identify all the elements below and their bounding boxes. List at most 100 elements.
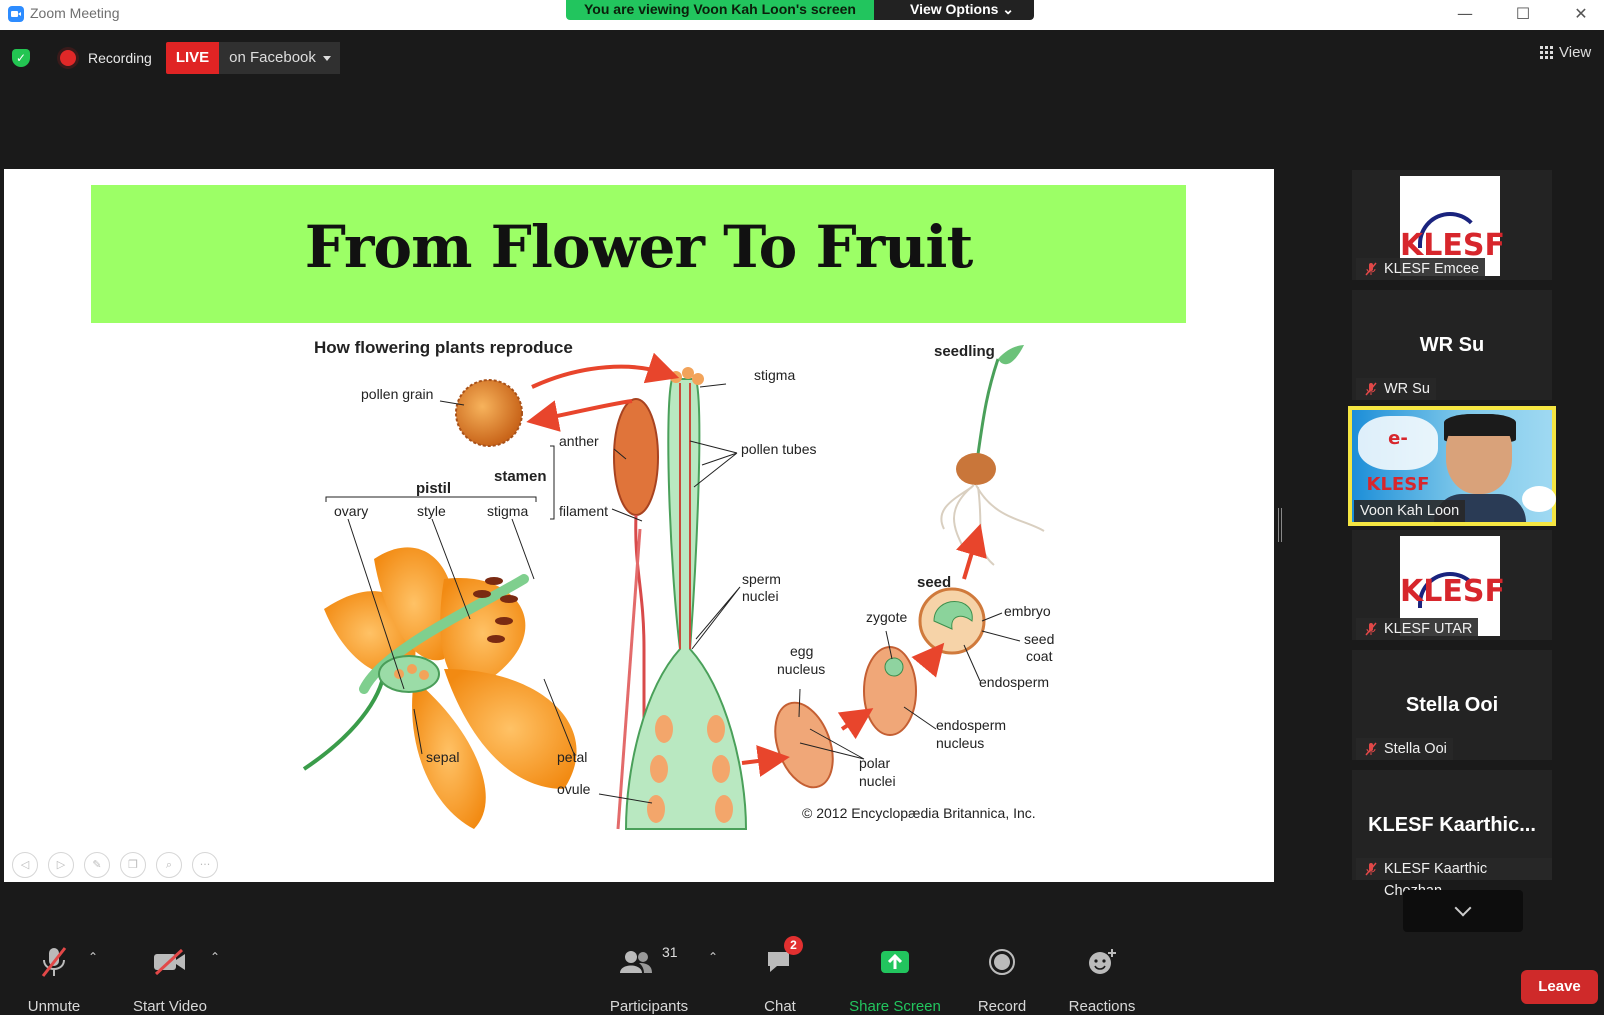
audio-options-caret[interactable]: ⌃ <box>88 950 99 964</box>
participant-tile-klesf-utar[interactable]: KLESF KLESF UTAR <box>1352 530 1552 640</box>
video-muted-icon <box>154 948 185 976</box>
participant-name: Stella Ooi <box>1384 741 1447 757</box>
label-ovule: ovule <box>557 781 591 797</box>
grid-view-icon <box>1540 46 1553 59</box>
label-style: style <box>417 503 446 519</box>
start-video-label: Start Video <box>133 998 207 1015</box>
participants-options-caret[interactable]: ⌃ <box>708 950 719 964</box>
screen-share-banner: You are viewing Voon Kah Loon's screen V… <box>566 0 1035 20</box>
participant-tile-voon-kah-loon[interactable]: e-KLESF Voon Kah Loon <box>1348 406 1556 526</box>
reactions-button[interactable]: Reactions <box>1064 940 1140 1015</box>
reactions-icon <box>1089 949 1116 974</box>
zoom-slide-button[interactable]: ⌕ <box>156 852 182 878</box>
participant-name: KLESF Emcee <box>1384 261 1480 277</box>
label-stamen: stamen <box>494 468 547 485</box>
participant-name-tag: Voon Kah Loon <box>1354 500 1466 522</box>
label-endosperm-nucleus-1: endosperm <box>936 717 1006 733</box>
shield-icon[interactable]: ✓ <box>12 49 30 67</box>
record-button[interactable]: Record <box>968 940 1036 1015</box>
microphone-muted-icon <box>1365 382 1377 396</box>
video-options-caret[interactable]: ⌃ <box>210 950 221 964</box>
live-badge[interactable]: LIVE <box>165 42 220 74</box>
chat-icon <box>768 952 789 972</box>
view-options-button[interactable]: View Options ⌄ <box>873 0 1035 20</box>
view-button[interactable]: View <box>1540 44 1591 61</box>
label-egg: egg <box>790 643 813 659</box>
label-stigma-top: stigma <box>754 367 795 383</box>
chevron-down-icon[interactable] <box>1403 890 1523 932</box>
chat-label: Chat <box>764 998 796 1015</box>
more-slide-options-button[interactable]: ··· <box>192 852 218 878</box>
reactions-label: Reactions <box>1068 998 1136 1015</box>
participant-display-name: Stella Ooi <box>1405 694 1499 716</box>
seedling-drawing <box>940 345 1045 566</box>
slide-title-banner: From Flower To Fruit <box>91 185 1186 323</box>
participant-name-tag: WR Su <box>1356 378 1436 400</box>
share-screen-icon <box>881 951 909 973</box>
lily-flower <box>302 547 577 829</box>
label-sepal: sepal <box>426 749 459 765</box>
share-screen-label: Share Screen <box>849 998 941 1015</box>
participant-name: Voon Kah Loon <box>1360 503 1460 519</box>
meeting-toolbar: Unmute ⌃ Start Video ⌃ 31 Participants ⌃ <box>0 936 1604 1015</box>
label-seed-coat-2: coat <box>1026 648 1053 664</box>
participant-name-tag: KLESF UTAR <box>1356 618 1479 640</box>
close-button[interactable]: ✕ <box>1574 4 1588 23</box>
participant-name-tag: KLESF Kaarthic Chozhan <box>1356 858 1552 899</box>
participant-tile-klesf-emcee[interactable]: KLESF KLESF Emcee <box>1352 170 1552 280</box>
recording-icon[interactable] <box>60 50 76 66</box>
chat-button[interactable]: 2 Chat <box>748 936 812 1015</box>
label-ovary: ovary <box>334 503 368 519</box>
participant-tile-klesf-kaarthic-chozhan[interactable]: KLESF Kaarthic... KLESF Kaarthic Chozhan <box>1352 770 1552 899</box>
label-embryo: embryo <box>1004 603 1051 619</box>
panel-resize-handle[interactable] <box>1278 508 1282 542</box>
diagram-copyright: © 2012 Encyclopædia Britannica, Inc. <box>802 805 1036 821</box>
participant-display-name: WR Su <box>1419 334 1485 356</box>
participants-button[interactable]: 31 Participants <box>600 940 698 1015</box>
participant-name-tag: Stella Ooi <box>1356 738 1453 760</box>
label-sperm: sperm <box>742 571 781 587</box>
copy-slide-button[interactable]: ❐ <box>120 852 146 878</box>
title-bar: Zoom Meeting You are viewing Voon Kah Lo… <box>0 0 1604 30</box>
microphone-muted-icon <box>41 947 67 977</box>
label-pollen-tubes: pollen tubes <box>741 441 817 457</box>
label-endosperm: endosperm <box>979 674 1049 690</box>
viewing-screen-message: You are viewing Voon Kah Loon's screen <box>566 0 874 20</box>
microphone-muted-icon <box>1365 742 1377 756</box>
label-filament: filament <box>559 503 608 519</box>
unmute-button[interactable]: Unmute <box>14 940 94 1015</box>
eklesf-virtual-background-logo: e-KLESF <box>1358 416 1438 495</box>
next-slide-button[interactable]: ▷ <box>48 852 74 878</box>
flower-reproduction-diagram: How flowering plants reproduce <box>302 338 1054 830</box>
maximize-button[interactable]: ☐ <box>1515 4 1531 23</box>
participants-label: Participants <box>609 998 689 1015</box>
slide-title: From Flower To Fruit <box>304 213 974 281</box>
record-label: Record <box>977 998 1027 1015</box>
meeting-status: ✓ Recording LIVE on Facebook <box>12 42 340 74</box>
unmute-label: Unmute <box>27 998 81 1015</box>
share-screen-button[interactable]: Share Screen <box>842 940 948 1015</box>
label-seed-coat-1: seed <box>1024 631 1054 647</box>
start-video-button[interactable]: Start Video <box>126 940 214 1015</box>
recording-label: Recording <box>88 50 152 66</box>
label-nucleus: nucleus <box>777 661 825 677</box>
participant-name-tag: KLESF Emcee <box>1356 258 1486 280</box>
anther <box>613 398 659 516</box>
label-seed: seed <box>917 574 951 591</box>
participant-tile-stella-ooi[interactable]: Stella Ooi Stella Ooi <box>1352 650 1552 760</box>
label-nuclei: nuclei <box>742 588 779 604</box>
shared-screen: From Flower To Fruit How flowering plant… <box>4 169 1274 882</box>
label-polar-nuclei: nuclei <box>859 773 896 789</box>
microphone-muted-icon <box>1365 862 1377 876</box>
participant-tile-wr-su[interactable]: WR Su WR Su <box>1352 290 1552 400</box>
label-seedling: seedling <box>934 343 995 360</box>
label-zygote: zygote <box>866 609 907 625</box>
pen-tool-button[interactable]: ✎ <box>84 852 110 878</box>
minimize-button[interactable]: — <box>1457 4 1473 23</box>
label-stigma: stigma <box>487 503 528 519</box>
live-target-dropdown[interactable]: on Facebook <box>219 42 340 74</box>
participant-name: KLESF UTAR <box>1384 621 1473 637</box>
previous-slide-button[interactable]: ◁ <box>12 852 38 878</box>
leave-button[interactable]: Leave <box>1521 970 1598 1004</box>
